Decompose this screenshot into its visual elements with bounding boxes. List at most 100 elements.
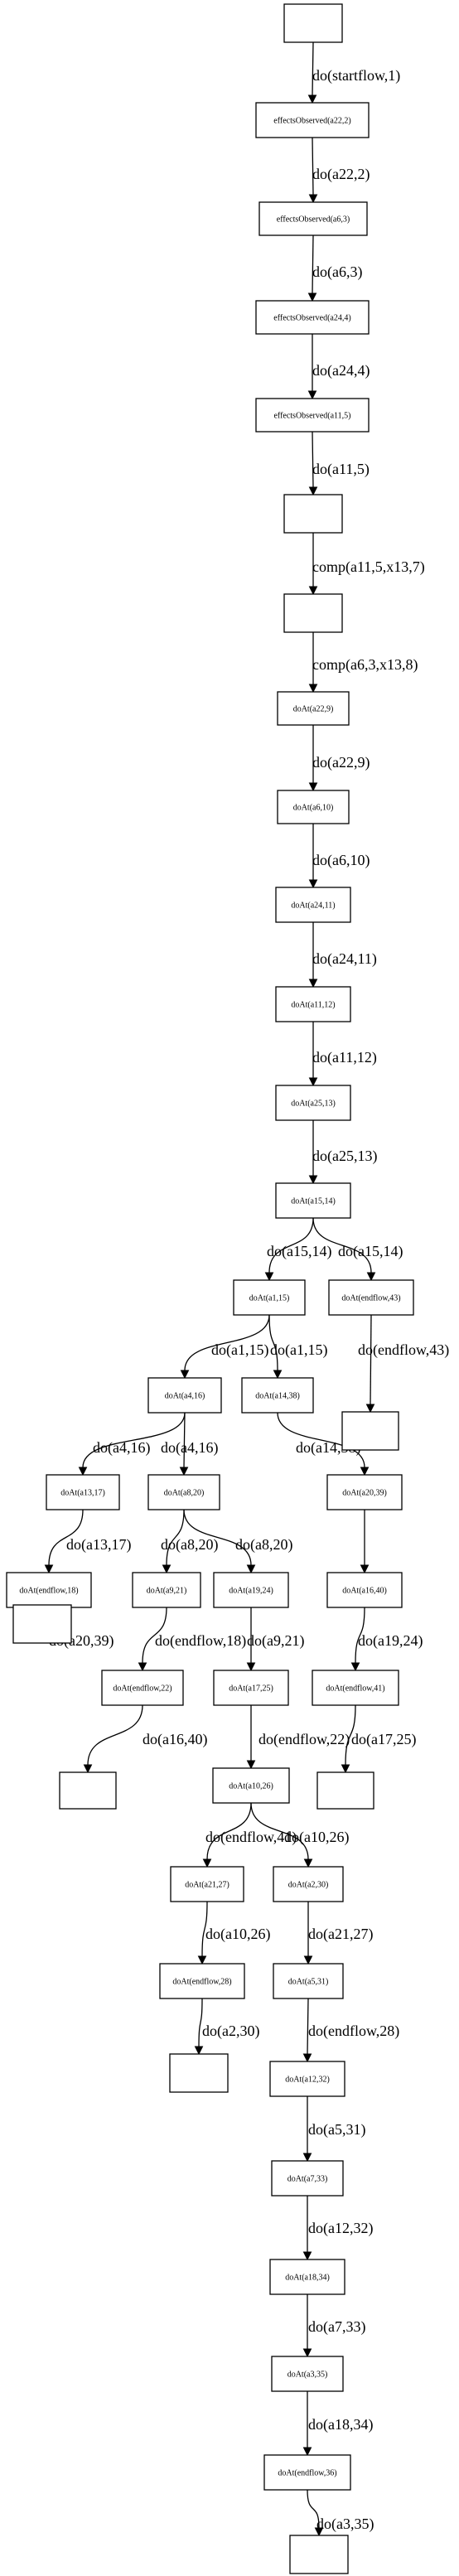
edge-line — [312, 1217, 372, 1274]
node-label: doAt(a21,27) — [185, 1881, 230, 1890]
node-box — [275, 986, 351, 1022]
graph-edge: do(a4,16) — [78, 1412, 186, 1476]
graph-edge: do(a22,2) — [308, 137, 370, 204]
node-label: doAt(a7,33) — [287, 2175, 328, 2184]
node-label: doAt(a14,38) — [255, 1392, 300, 1401]
graph-edge: do(a13,17) — [44, 1509, 131, 1574]
node-label: doAt(a8,20) — [164, 1489, 205, 1498]
edge-label: do(a3,35) — [316, 2516, 374, 2533]
edge-line — [312, 41, 314, 96]
arrowhead — [366, 1272, 376, 1282]
node-box — [271, 2356, 344, 2392]
node-label: effectsObserved(a24,4) — [273, 314, 350, 323]
edge-label: do(a2,30) — [202, 2023, 259, 2040]
arrowhead — [308, 684, 318, 694]
graph-edge: do(a9,21) — [138, 1607, 304, 1672]
graph-edge: do(a11,12) — [308, 1022, 377, 1087]
graph-edge: do(a6,10) — [308, 824, 370, 889]
arrowhead — [194, 2046, 204, 2056]
node-box — [258, 201, 368, 236]
graph-node: doAt(endflow,43) — [328, 1279, 414, 1316]
edge-label: do(a15,14) — [267, 1243, 331, 1260]
edge-label: do(a7,33) — [308, 2318, 365, 2336]
arrowhead — [308, 194, 318, 204]
node-box — [147, 1377, 222, 1414]
node-box — [255, 300, 370, 335]
edge-label: comp(a6,3,x13,8) — [312, 656, 418, 674]
arrowhead — [246, 1760, 256, 1770]
edge-line — [183, 1412, 186, 1468]
graph-edge: do(a19,24) — [246, 1607, 423, 1672]
arrowhead — [273, 1370, 283, 1380]
node-label: doAt(a12,32) — [285, 2076, 330, 2085]
node-box — [213, 1572, 289, 1608]
edge-line — [206, 1802, 252, 1860]
arrowhead — [308, 1077, 318, 1087]
node-box — [59, 1771, 117, 1810]
graph-node: doAt(a20,39) — [326, 1474, 403, 1510]
graph-node — [341, 1411, 399, 1451]
node-box — [255, 398, 370, 433]
edge-label: do(a5,31) — [308, 2121, 365, 2139]
node-label: doAt(a4,16) — [165, 1392, 205, 1401]
node-box — [275, 1182, 351, 1219]
graph-edge: do(a8,20) — [161, 1509, 218, 1574]
node-label: doAt(endflow,36) — [278, 2469, 336, 2478]
node-label: doAt(a10,26) — [229, 1782, 273, 1791]
node-box — [263, 2454, 351, 2491]
edge-label: do(a4,16) — [161, 1439, 218, 1457]
arrowhead — [307, 292, 317, 302]
edge-label: do(a8,20) — [235, 1536, 292, 1554]
edge-line — [277, 1412, 365, 1468]
edges-layer: do(startflow,1)do(a22,2)do(a6,3)do(a24,4… — [37, 41, 449, 2537]
arrowhead — [314, 2527, 324, 2537]
node-label: doAt(a17,25) — [229, 1684, 273, 1694]
edge-line — [250, 1802, 309, 1860]
edge-label: do(a9,21) — [247, 1632, 304, 1650]
edge-label: do(endflow,41) — [205, 1829, 297, 1846]
graph-node — [169, 2053, 229, 2093]
graph-node: doAt(a6,10) — [277, 790, 350, 824]
arrowhead — [83, 1764, 93, 1774]
graph-edge: do(endflow,41) — [205, 1704, 356, 1846]
graph-node: effectsObserved(a6,3) — [258, 201, 368, 236]
node-box — [12, 1604, 72, 1644]
node-label: effectsObserved(a22,2) — [273, 117, 350, 126]
arrowhead — [180, 1370, 190, 1380]
node-box — [46, 1474, 120, 1510]
arrowhead — [308, 782, 318, 792]
node-box — [169, 2053, 229, 2093]
graph-node — [283, 3, 343, 43]
graph-edge: do(endflow,43) — [358, 1314, 449, 1414]
graph-edge: do(a12,32) — [302, 2096, 373, 2237]
node-box — [275, 887, 351, 923]
node-label: doAt(a15,14) — [291, 1197, 336, 1206]
edge-line — [268, 1217, 314, 1274]
graph-node — [59, 1771, 117, 1810]
arrowhead — [44, 1564, 54, 1574]
graph-node: doAt(a2,30) — [273, 1866, 344, 1902]
node-box — [275, 1085, 351, 1121]
arrowhead — [302, 2251, 312, 2261]
arrowhead — [360, 1564, 370, 1574]
edge-line — [345, 1704, 356, 1766]
edge-line — [142, 1607, 167, 1664]
edge-label: do(a1,15) — [270, 1341, 327, 1359]
edge-line — [48, 1509, 84, 1566]
edge-line — [198, 1998, 203, 2047]
node-box — [312, 1670, 399, 1706]
graph-node: doAt(a10,26) — [212, 1767, 290, 1804]
node-label: effectsObserved(a6,3) — [277, 215, 350, 225]
graph-node: doAt(a13,17) — [46, 1474, 120, 1510]
edge-line — [183, 1509, 252, 1566]
graph-node: doAt(a7,33) — [271, 2160, 344, 2197]
graph-node: doAt(a9,21) — [132, 1572, 201, 1608]
edge-label: do(a24,4) — [312, 362, 370, 379]
edge-line — [307, 1998, 309, 2055]
node-box — [341, 1411, 399, 1451]
edge-label: do(endflow,18) — [155, 1632, 246, 1650]
arrowhead — [302, 2053, 312, 2063]
graph-node — [12, 1604, 72, 1644]
graph-node: doAt(a15,14) — [275, 1182, 351, 1219]
